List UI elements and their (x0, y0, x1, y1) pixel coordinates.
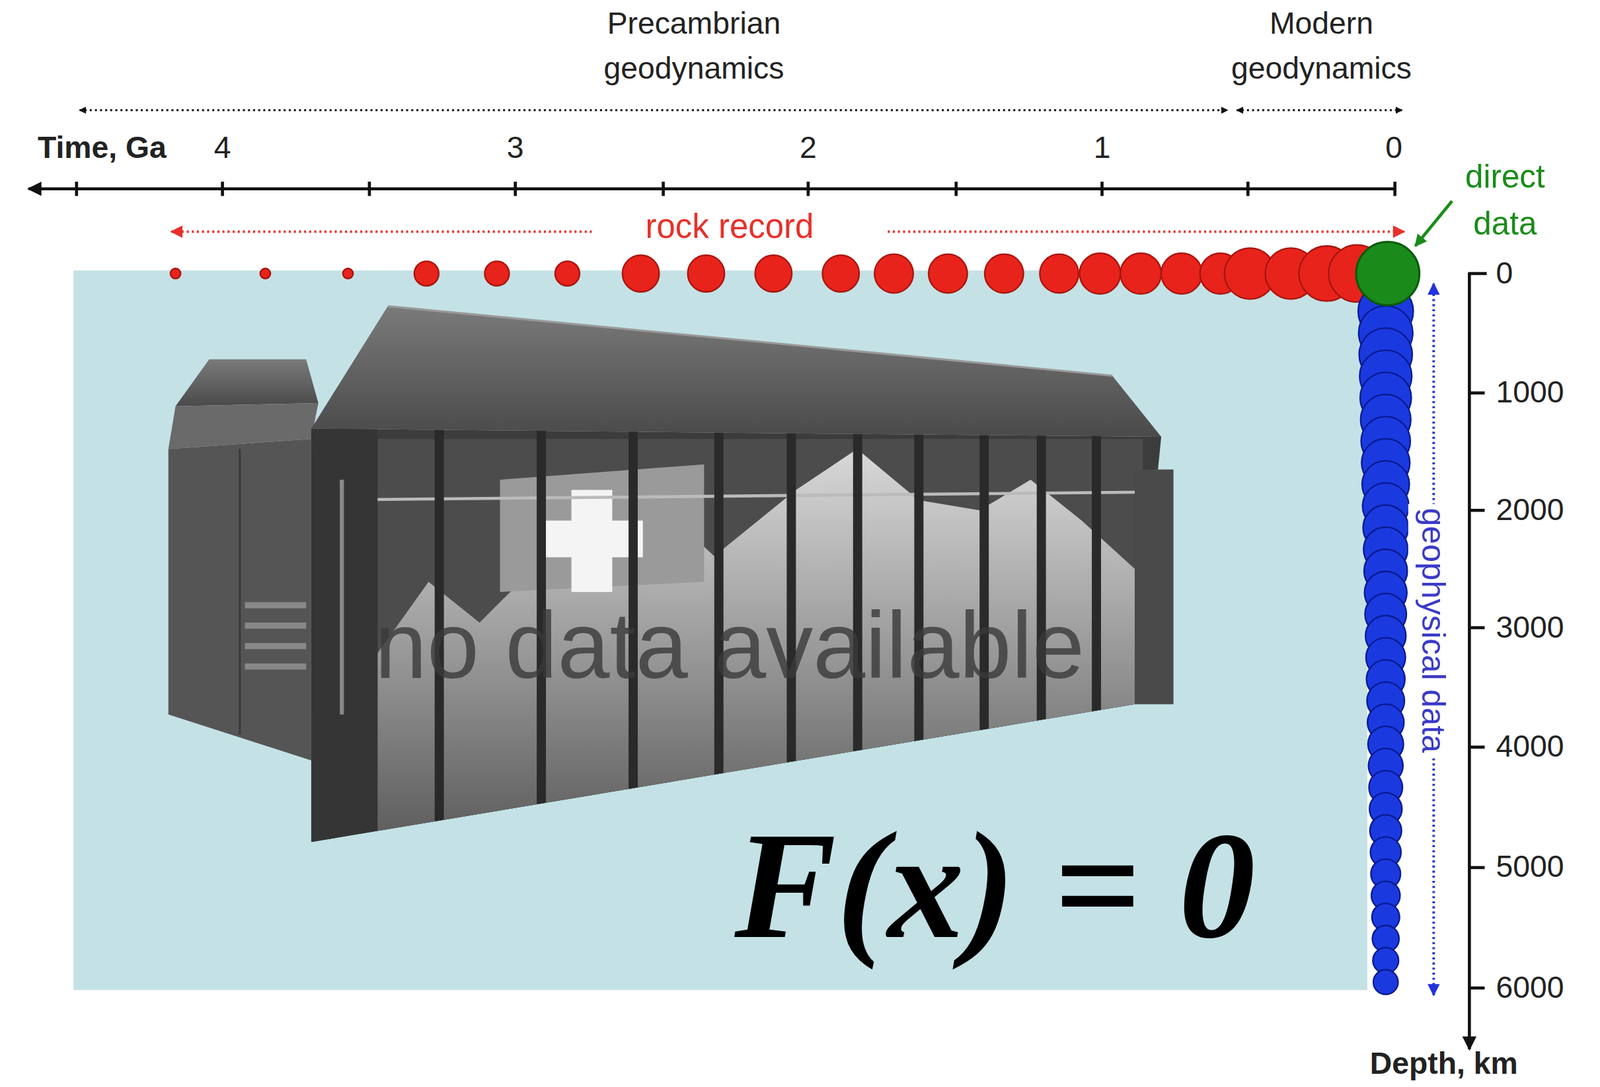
depth-axis-part (1469, 986, 1485, 991)
tick-label: 0 (1385, 125, 1403, 170)
time-axis-part (28, 187, 1396, 191)
rock-record-dots-part (260, 268, 271, 279)
supercomputer-illustration (168, 305, 1174, 858)
time-axis-part (954, 181, 958, 197)
period-arrows (79, 109, 1402, 112)
series-label: geophysical data (1409, 504, 1460, 758)
direct-data-dot (1356, 241, 1420, 306)
depth-axis-part (1469, 626, 1485, 630)
tick-label: 2 (799, 125, 817, 170)
background-panel-part (73, 270, 1368, 991)
supercomputer-illustration-part (245, 643, 307, 649)
supercomputer-illustration-part (245, 602, 307, 609)
supercomputer-illustration-part (311, 305, 1162, 437)
supercomputer-illustration-part (175, 359, 319, 407)
depth-axis-part (1469, 866, 1485, 870)
direct-data-leader (1415, 200, 1453, 246)
rock-record-dots-part (984, 254, 1024, 294)
rock-record-dots-part (622, 255, 660, 293)
depth-axis-part (1467, 272, 1472, 1049)
rock-record-dots-part (484, 261, 509, 286)
depth-axis-part (1469, 745, 1485, 749)
supercomputer-illustration-part (339, 479, 344, 715)
rock-record-dots-part (687, 255, 725, 293)
depth-axis-part (1469, 508, 1485, 513)
depth-axis-part (1468, 272, 1487, 276)
supercomputer-illustration-part-part (311, 428, 378, 858)
geophysical-dots (1358, 283, 1413, 995)
supercomputer-illustration-part (387, 305, 1113, 376)
time-axis-part (1246, 181, 1250, 197)
rock-record-dots-part (170, 268, 181, 279)
time-axis-part (220, 181, 225, 197)
time-axis-part (1393, 181, 1397, 197)
rock-record-dots-part (822, 255, 860, 293)
depth-axis-part (1469, 391, 1485, 395)
watermark: no data available (374, 577, 1085, 714)
rock-record-dots-part (1039, 254, 1079, 294)
period-label: Precambrian geodynamics (561, 1, 827, 90)
background-panel (73, 270, 1368, 991)
rock-record-dots-part (555, 261, 580, 286)
period-label: Modern geodynamics (1204, 1, 1439, 90)
period-arrows-part (79, 109, 1228, 112)
rock-record-dots-part (342, 268, 353, 279)
supercomputer-illustration-part-part (1091, 428, 1102, 858)
time-axis-part (368, 181, 372, 197)
tick-label: 1 (1093, 125, 1111, 170)
tick-label: 4 (214, 125, 232, 170)
period-arrows-part (1236, 109, 1402, 112)
time-axis-part (661, 181, 665, 197)
rock-record-arrow-part (887, 230, 1404, 234)
axis-title: Depth, km (1370, 1042, 1519, 1087)
depth-axis (1468, 272, 1487, 1049)
tick-label: 0 (1496, 251, 1514, 296)
rock-record-dots-part (874, 254, 914, 294)
supercomputer-illustration-part (238, 449, 241, 735)
series-label: direct data (1444, 152, 1567, 248)
axis-title: Time, Ga (37, 125, 167, 170)
equation: F(x) = 0 (734, 801, 1256, 971)
supercomputer-illustration-part-part (500, 464, 705, 593)
rock-record-dots-part (414, 261, 439, 286)
direct-data-leader-part (1415, 200, 1453, 246)
supercomputer-illustration-part-part (540, 520, 643, 558)
tick-label: 6000 (1496, 965, 1565, 1010)
rock-record-dots (170, 245, 1386, 303)
time-axis-part (806, 181, 811, 197)
direct-data-dot-part (1356, 241, 1420, 306)
rock-record-dots-part (1161, 253, 1203, 295)
supercomputer-illustration-part (1134, 469, 1174, 705)
time-axis-part (1100, 181, 1104, 197)
tick-label: 5000 (1496, 845, 1565, 890)
rock-record-arrow-part (171, 230, 592, 234)
series-label: rock record (645, 202, 815, 252)
geophysical-dots-part (1373, 969, 1398, 994)
rock-record-dots-part (1079, 253, 1121, 295)
time-axis-part (74, 181, 78, 197)
supercomputer-illustration-part (311, 428, 1162, 858)
time-axis-part (513, 181, 517, 197)
rock-record-dots-part (928, 254, 968, 294)
tick-label: 2000 (1496, 487, 1565, 533)
supercomputer-illustration-part (168, 438, 312, 761)
supercomputer-illustration-part (245, 663, 307, 670)
tick-label: 3 (506, 125, 525, 170)
tick-label: 4000 (1496, 724, 1565, 770)
rock-record-dots-part (755, 255, 793, 293)
tick-label: 1000 (1496, 370, 1565, 416)
tick-label: 3000 (1496, 605, 1565, 650)
rock-record-dots-part (1120, 253, 1162, 295)
supercomputer-illustration-part (245, 622, 307, 629)
time-axis (28, 181, 1396, 197)
